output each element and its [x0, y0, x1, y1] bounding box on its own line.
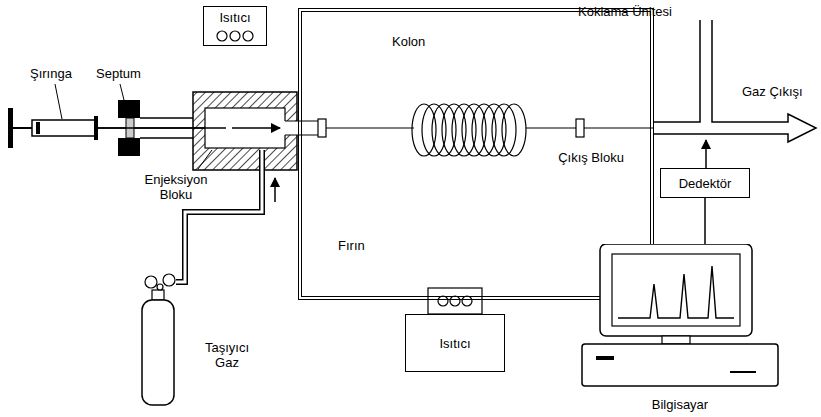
column: [492, 104, 516, 156]
heater-coil: [217, 31, 227, 41]
carrier-gas-line: [176, 150, 262, 282]
leader-lines: [55, 84, 212, 169]
column: [412, 104, 526, 156]
part-label: Septum: [96, 66, 141, 81]
heater-coil: [243, 31, 253, 41]
column: [502, 104, 526, 156]
syringe: [36, 122, 40, 134]
gas-cylinder: [142, 300, 174, 405]
injection-block: [98, 92, 318, 170]
part-label: Enjeksiyon Bloku: [138, 172, 214, 202]
septum-head: [140, 137, 193, 139]
part-label: Taşıyıcı Gaz: [194, 340, 260, 370]
heater-box: Isıtıcı: [203, 6, 267, 46]
gas-cylinder: [163, 274, 175, 286]
carrier-gas-line: [176, 150, 262, 282]
carrier-gas-line: [176, 150, 275, 282]
syringe: [94, 116, 98, 140]
computer-monitor: [662, 336, 690, 344]
column: [318, 119, 326, 137]
heater-box: Isıtıcı: [405, 314, 505, 372]
column: [326, 127, 414, 128]
node-text: Fırın: [338, 238, 365, 253]
computer-monitor: [600, 244, 752, 336]
computer-monitor: [580, 244, 780, 389]
computer-monitor: [596, 356, 614, 360]
exit-pipe: [654, 20, 816, 168]
part-label: Koklama Ünitesi: [578, 4, 672, 19]
gas-cylinder: [142, 274, 175, 405]
column: [576, 119, 584, 137]
connector-line: [704, 198, 706, 244]
part-label: Çıkış Bloku: [556, 150, 626, 165]
exit-pipe: [654, 20, 700, 122]
heater-coil: [217, 31, 482, 314]
part-label: Kolon: [392, 34, 425, 49]
septum-head: [118, 100, 140, 118]
column: [584, 127, 654, 128]
injection-block: [284, 121, 298, 135]
computer-monitor: [582, 344, 778, 386]
computer-monitor: [612, 254, 740, 326]
node-text: Isıtıcı: [439, 336, 470, 351]
column: [526, 127, 576, 128]
gas-cylinder: [145, 276, 157, 288]
computer: Bilgisayar: [580, 244, 780, 414]
septum-head: [118, 138, 140, 156]
detector-box: Dedektör: [660, 168, 750, 198]
gas-cylinder: [157, 284, 163, 290]
column: [318, 104, 654, 156]
syringe: [98, 127, 226, 129]
node-text: Bilgisayar: [652, 397, 708, 412]
node-text: Isıtıcı: [219, 10, 250, 25]
part-label: Şırınga: [30, 66, 72, 81]
injection-block: [193, 92, 297, 170]
heater-coil: [230, 31, 240, 41]
part-label: Gaz Çıkışı: [742, 84, 803, 99]
computer-monitor: [618, 266, 734, 318]
exit-pipe: [705, 140, 707, 168]
heater-coil: [428, 288, 482, 314]
carrier-gas-line: [274, 178, 276, 202]
node-text: Dedektör: [679, 176, 732, 191]
gas-cylinder: [152, 290, 164, 300]
exit-pipe: [654, 20, 816, 142]
leader-lines: [55, 84, 62, 119]
septum-head: [140, 117, 193, 119]
injection-block: [232, 127, 280, 129]
injection-block: [98, 127, 226, 129]
syringe: [32, 120, 96, 136]
computer-monitor: [730, 371, 756, 373]
syringe: [8, 108, 13, 148]
